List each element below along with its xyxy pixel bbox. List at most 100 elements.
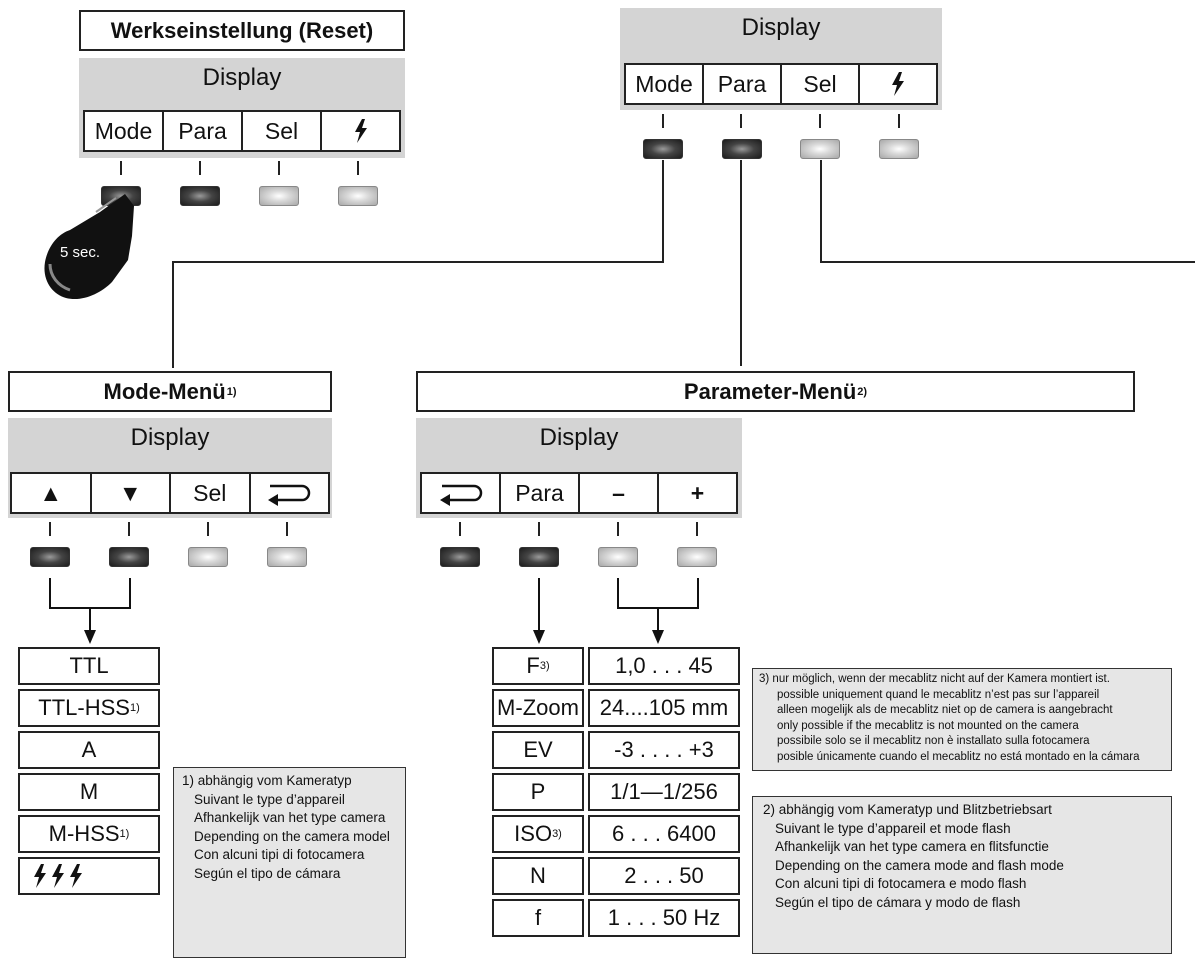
parameter-tick-4	[696, 522, 698, 536]
parameter-menu-title-footnote: 2)	[857, 385, 868, 398]
parameter-tick-1	[459, 522, 461, 536]
reset-key-flash[interactable]	[322, 112, 399, 150]
mode-led-1[interactable]	[30, 547, 70, 567]
main-key-mode[interactable]: Mode	[626, 65, 704, 103]
footnote-2-line: Según el tipo de cámara y modo de flash	[775, 894, 1021, 910]
parameter-softkey-row: Para – +	[420, 472, 738, 514]
main-display-label: Display	[741, 14, 821, 41]
flash-icon	[892, 72, 904, 96]
reset-key-mode[interactable]: Mode	[85, 112, 164, 150]
param-name-f-freq[interactable]: f	[492, 899, 584, 937]
parameter-led-3[interactable]	[598, 547, 638, 567]
main-led-4[interactable]	[879, 139, 919, 159]
connector-sel-h	[820, 261, 1195, 263]
reset-title: Werkseinstellung (Reset)	[79, 10, 405, 51]
reset-key-para[interactable]: Para	[164, 112, 243, 150]
main-tick-3	[819, 114, 821, 128]
connector-mode-v2	[172, 261, 174, 368]
main-softkey-row: Mode Para Sel	[624, 63, 938, 105]
reset-display-panel: Display Mode Para Sel	[79, 58, 405, 158]
connector-para-v	[740, 160, 742, 366]
mode-item-m[interactable]: M	[18, 773, 160, 811]
param-range-p: 1/1—1/256	[588, 773, 740, 811]
main-led-2[interactable]	[722, 139, 762, 159]
reset-softkey-row: Mode Para Sel	[83, 110, 401, 152]
param-range-f-freq: 1 . . . 50 Hz	[588, 899, 740, 937]
reset-title-text: Werkseinstellung (Reset)	[110, 17, 374, 43]
footnote-2-line: Con alcuni tipi di fotocamera e modo fla…	[775, 876, 1027, 891]
reset-tick-4	[357, 161, 359, 175]
main-display-panel: Display Mode Para Sel	[620, 8, 942, 110]
footnote-3-line: possibile solo se il mecablitz non è ins…	[777, 735, 1090, 748]
reset-tick-2	[199, 161, 201, 175]
mode-key-sel[interactable]: Sel	[171, 474, 251, 512]
param-name-m-zoom[interactable]: M-Zoom	[492, 689, 584, 727]
footnote-1-line: Suivant le type d’appareil	[194, 791, 345, 807]
parameter-led-4[interactable]	[677, 547, 717, 567]
parameter-key-para[interactable]: Para	[501, 474, 580, 512]
mode-key-down[interactable]: ▼	[92, 474, 171, 512]
mode-tick-2	[128, 522, 130, 536]
param-range-n: 2 . . . 50	[588, 857, 740, 895]
footnote-2-line: Suivant le type d’appareil et mode flash	[775, 820, 1011, 836]
main-led-3[interactable]	[800, 139, 840, 159]
reset-led-3[interactable]	[259, 186, 299, 206]
param-name-ev[interactable]: EV	[492, 731, 584, 769]
connector-sel-v	[820, 160, 822, 263]
return-icon	[439, 484, 482, 506]
main-key-sel[interactable]: Sel	[782, 65, 860, 103]
footnote-2-line: Afhankelijk van het type camera en flits…	[775, 839, 1049, 854]
mode-led-3[interactable]	[188, 547, 228, 567]
mode-led-2[interactable]	[109, 547, 149, 567]
mode-selection-arrow	[49, 578, 131, 644]
hold-duration-label: 5 sec.	[60, 244, 101, 261]
main-key-flash[interactable]	[860, 65, 936, 103]
footnote-2: 2) abhängig vom Kameratyp und Blitzbetri…	[752, 796, 1172, 954]
parameter-led-2[interactable]	[519, 547, 559, 567]
param-range-f-number: 1,0 . . . 45	[588, 647, 740, 685]
parameter-adjust-arrow	[617, 578, 699, 644]
footnote-3-line: alleen mogelijk als de mecablitz niet op…	[777, 704, 1113, 717]
mode-led-4[interactable]	[267, 547, 307, 567]
footnote-3-line: posible únicamente cuando el mecablitz n…	[777, 750, 1140, 763]
reset-key-sel[interactable]: Sel	[243, 112, 322, 150]
parameter-display-label: Display	[539, 424, 619, 451]
footnote-3-line: only possible if the mecablitz is not mo…	[777, 719, 1079, 732]
param-range-ev: -3 . . . . +3	[588, 731, 740, 769]
mode-item-stroboscopic[interactable]	[18, 857, 160, 895]
reset-led-4[interactable]	[338, 186, 378, 206]
mode-item-a[interactable]: A	[18, 731, 160, 769]
parameter-display-panel: Display Para – +	[416, 418, 742, 518]
mode-key-up[interactable]: ▲	[12, 474, 92, 512]
main-led-1[interactable]	[643, 139, 683, 159]
footnote-1-line: Depending on the camera model	[194, 828, 390, 844]
reset-tick-3	[278, 161, 280, 175]
param-name-p[interactable]: P	[492, 773, 584, 811]
mode-display-panel: Display ▲ ▼ Sel	[8, 418, 332, 518]
main-tick-1	[662, 114, 664, 128]
parameter-key-minus[interactable]: –	[580, 474, 659, 512]
mode-key-return[interactable]	[251, 474, 329, 512]
footnote-2-line: 2) abhängig vom Kameratyp und Blitzbetri…	[763, 802, 1052, 817]
footnote-1-line: Afhankelijk van het type camera	[194, 810, 386, 825]
mode-tick-4	[286, 522, 288, 536]
flash-icon	[354, 119, 367, 143]
parameter-key-return[interactable]	[422, 474, 501, 512]
mode-item-ttl[interactable]: TTL	[18, 647, 160, 685]
parameter-tick-2	[538, 522, 540, 536]
reset-led-2[interactable]	[180, 186, 220, 206]
parameter-led-1[interactable]	[440, 547, 480, 567]
param-name-n[interactable]: N	[492, 857, 584, 895]
footnote-3-line: possible uniquement quand le mecablitz n…	[777, 688, 1100, 701]
connector-mode-v1	[662, 160, 664, 263]
footnote-1-line: Según el tipo de cámara	[194, 865, 341, 881]
footnote-3: 3) nur möglich, wenn der mecablitz nicht…	[752, 668, 1172, 771]
parameter-key-plus[interactable]: +	[690, 479, 705, 506]
triple-flash-icon	[34, 864, 82, 888]
main-key-para[interactable]: Para	[704, 65, 782, 103]
